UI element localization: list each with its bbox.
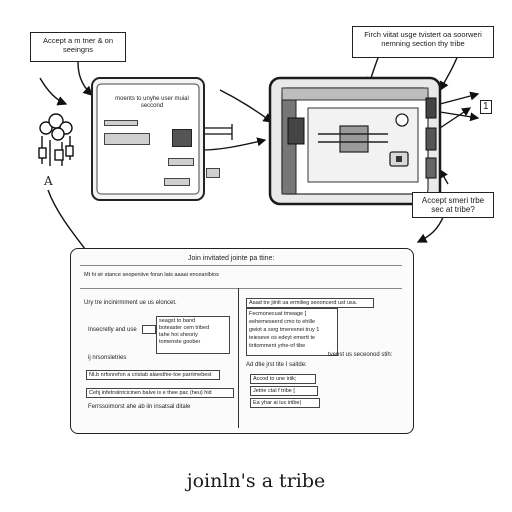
note-line: tomenste goober	[159, 339, 201, 345]
left-device-dark-block	[172, 129, 192, 147]
right-col-list-item[interactable]: teieseve os edeyt emertt te	[249, 335, 316, 341]
side-letter: A	[44, 174, 53, 188]
left-device-button-c[interactable]	[206, 168, 220, 178]
left-col-small-input[interactable]	[142, 325, 156, 334]
left-col-row-3[interactable]: Cehj infetrsiintcicinen balve is e thee …	[86, 388, 234, 398]
left-col-row-2[interactable]: Nt.b nrfonrefon a cristab alaesthie-toe …	[86, 370, 220, 380]
invite-panel-divider	[238, 288, 239, 428]
right-device-knob	[395, 113, 409, 127]
right-device-top-strip	[281, 87, 429, 101]
left-col-row-1: ij nrsonsletries	[88, 355, 127, 361]
left-col-note-box: seagst to band boteaster cem tribed tahe…	[156, 316, 230, 354]
left-device-heading: moents to unyhe user muial seccond	[115, 96, 189, 109]
invite-panel-header-text: Mt hi sir stance seopeniive foran lats a…	[84, 272, 219, 278]
right-col-option-1[interactable]: Accod to une iriik;	[250, 374, 316, 384]
right-col-option-3[interactable]: Ea yhar ai iuc iriibe|	[250, 398, 320, 408]
left-device-small-bar	[104, 120, 138, 126]
invite-panel	[70, 248, 414, 434]
right-device-center-block	[339, 125, 369, 153]
arrow-people-icon	[39, 77, 68, 106]
right-col-option-2[interactable]: Jetrie ctal f tribe [	[250, 386, 318, 396]
arrow-device-bottom	[201, 137, 267, 151]
right-col-side-note: tvenst us seceonod stih:	[328, 352, 393, 358]
arrow-device-to-device-top	[219, 89, 274, 123]
arrow-right-side-a	[439, 91, 480, 105]
callout-right-mid: Accept smeri trbe sec at tribe?	[412, 192, 494, 218]
right-device-side-b	[425, 127, 437, 151]
left-device-input	[104, 133, 150, 145]
invite-panel-title: Join invitated jointe pa ttine:	[188, 255, 275, 262]
connector-device-middle	[200, 124, 233, 140]
diagram-caption: joinln's a tribe	[186, 470, 326, 492]
left-col-heading: Ury tre incinirmment ue us eloncet.	[84, 300, 177, 306]
note-line: seagst to band	[159, 318, 196, 324]
callout-top-left: Accept a m tner & on seeingns	[30, 32, 126, 62]
right-device-left-rail	[281, 99, 297, 195]
callout-top-right: Firch viitat usge tvistert oa soorweri n…	[352, 26, 494, 58]
left-col-field-label: Insecretly and use	[88, 327, 137, 333]
right-col-list-item[interactable]: Fecmonecuat tmwage [	[249, 311, 307, 317]
right-col-list-item[interactable]: gwiot a ssrg tmeresnei truy 1	[249, 327, 320, 333]
left-device-button-b[interactable]	[164, 178, 190, 186]
side-number: 1	[480, 100, 492, 114]
right-col-list-item[interactable]: tiritomment yrhe-of tibe	[249, 343, 306, 349]
arrow-right-side-c	[439, 107, 472, 129]
note-line: tahe hoi sheoriy	[159, 332, 198, 338]
right-device-latch	[287, 117, 305, 145]
right-col-heading: Aaad tre jiinlt ua ermilieg seooncerd us…	[246, 298, 374, 308]
arrow-top-left-callout	[77, 61, 94, 96]
right-col-list-item[interactable]: eehemeseerd cmo to ehille	[249, 319, 316, 325]
people-icon	[38, 113, 74, 166]
right-device-side-a	[425, 97, 437, 119]
note-line: boteaster cem tribed	[159, 325, 210, 331]
right-col-bottom-heading: Ad dtie jrst tite I saitde:	[246, 362, 307, 368]
left-device-button-a[interactable]	[168, 158, 194, 166]
arrow-right-mid-down	[416, 214, 445, 243]
left-col-row-4: Ferrssoimorst ahe ab iin insatsal ditale	[88, 404, 191, 410]
right-col-list: Fecmonecuat tmwage [ eehemeseerd cmo to …	[246, 308, 338, 356]
right-device-side-c	[425, 157, 437, 179]
arrow-right-mid-up	[439, 168, 449, 185]
